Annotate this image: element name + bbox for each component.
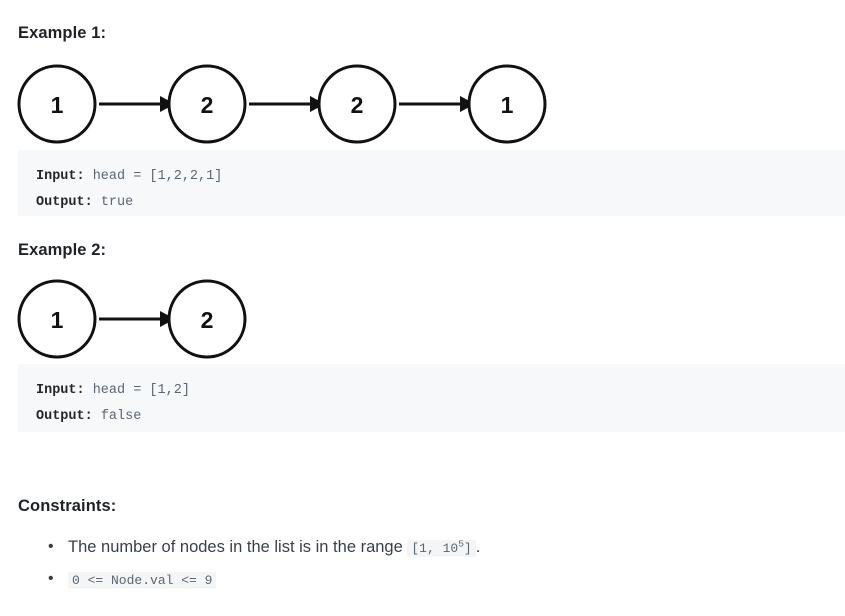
input-label: Input:: [36, 383, 85, 398]
example-1-output-line: Output: true: [36, 190, 827, 216]
example-1-heading: Example 1:: [18, 24, 107, 42]
constraint-item: The number of nodes in the list is in th…: [18, 532, 818, 564]
arrow-node2-to-node3: [249, 96, 325, 112]
inline-code-close: ]: [463, 541, 472, 556]
output-value: false: [92, 409, 142, 424]
linked-list-svg-example-2: 1 2: [17, 279, 247, 359]
input-value: head = [1,2,2,1]: [84, 169, 223, 184]
constraints-heading: Constraints:: [18, 497, 117, 515]
constraint-item: 0 <= Node.val <= 9: [18, 564, 818, 596]
list-node: 1: [467, 64, 547, 144]
linked-list-diagram-example-1: 1 2 2 1: [0, 58, 560, 150]
list-node-value: 2: [201, 307, 214, 333]
list-node-value: 1: [51, 92, 64, 118]
list-node-value: 2: [351, 92, 364, 118]
arrow-node1-to-node2: [99, 311, 175, 327]
input-value: head = [1,2]: [84, 383, 190, 398]
output-value: true: [92, 195, 134, 210]
example-1-code-block: Input: head = [1,2,2,1] Output: true: [18, 150, 845, 216]
example-2-input-line: Input: head = [1,2]: [36, 378, 827, 404]
constraints-list: The number of nodes in the list is in th…: [18, 532, 818, 596]
linked-list-svg-example-1: 1 2 2 1: [17, 64, 547, 144]
list-node-value: 2: [201, 92, 214, 118]
arrow-node3-to-node4: [399, 96, 475, 112]
input-label: Input:: [36, 169, 85, 184]
example-2-code-block: Input: head = [1,2] Output: false: [18, 364, 845, 432]
example-2-heading: Example 2:: [18, 241, 107, 259]
example-2-output-line: Output: false: [36, 404, 827, 430]
output-label: Output:: [36, 409, 93, 424]
linked-list-diagram-example-2: 1 2: [0, 273, 300, 365]
arrow-node1-to-node2: [99, 96, 175, 112]
output-label: Output:: [36, 195, 93, 210]
list-node-value: 1: [501, 92, 514, 118]
inline-code-exponent: 5: [458, 538, 464, 550]
list-node-value: 1: [51, 307, 64, 333]
constraint-text: The number of nodes in the list is in th…: [68, 538, 408, 556]
constraint-text-trailing: .: [475, 538, 481, 556]
list-node: 1: [17, 279, 97, 359]
constraint-inline-code: 0 <= Node.val <= 9: [68, 572, 217, 589]
example-1-input-line: Input: head = [1,2,2,1]: [36, 164, 827, 190]
list-node: 2: [167, 64, 247, 144]
list-node: 2: [317, 64, 397, 144]
list-node: 1: [17, 64, 97, 144]
inline-code-base: [1, 10: [411, 541, 459, 556]
constraint-inline-code: [1, 105]: [407, 538, 476, 557]
list-node: 2: [167, 279, 247, 359]
